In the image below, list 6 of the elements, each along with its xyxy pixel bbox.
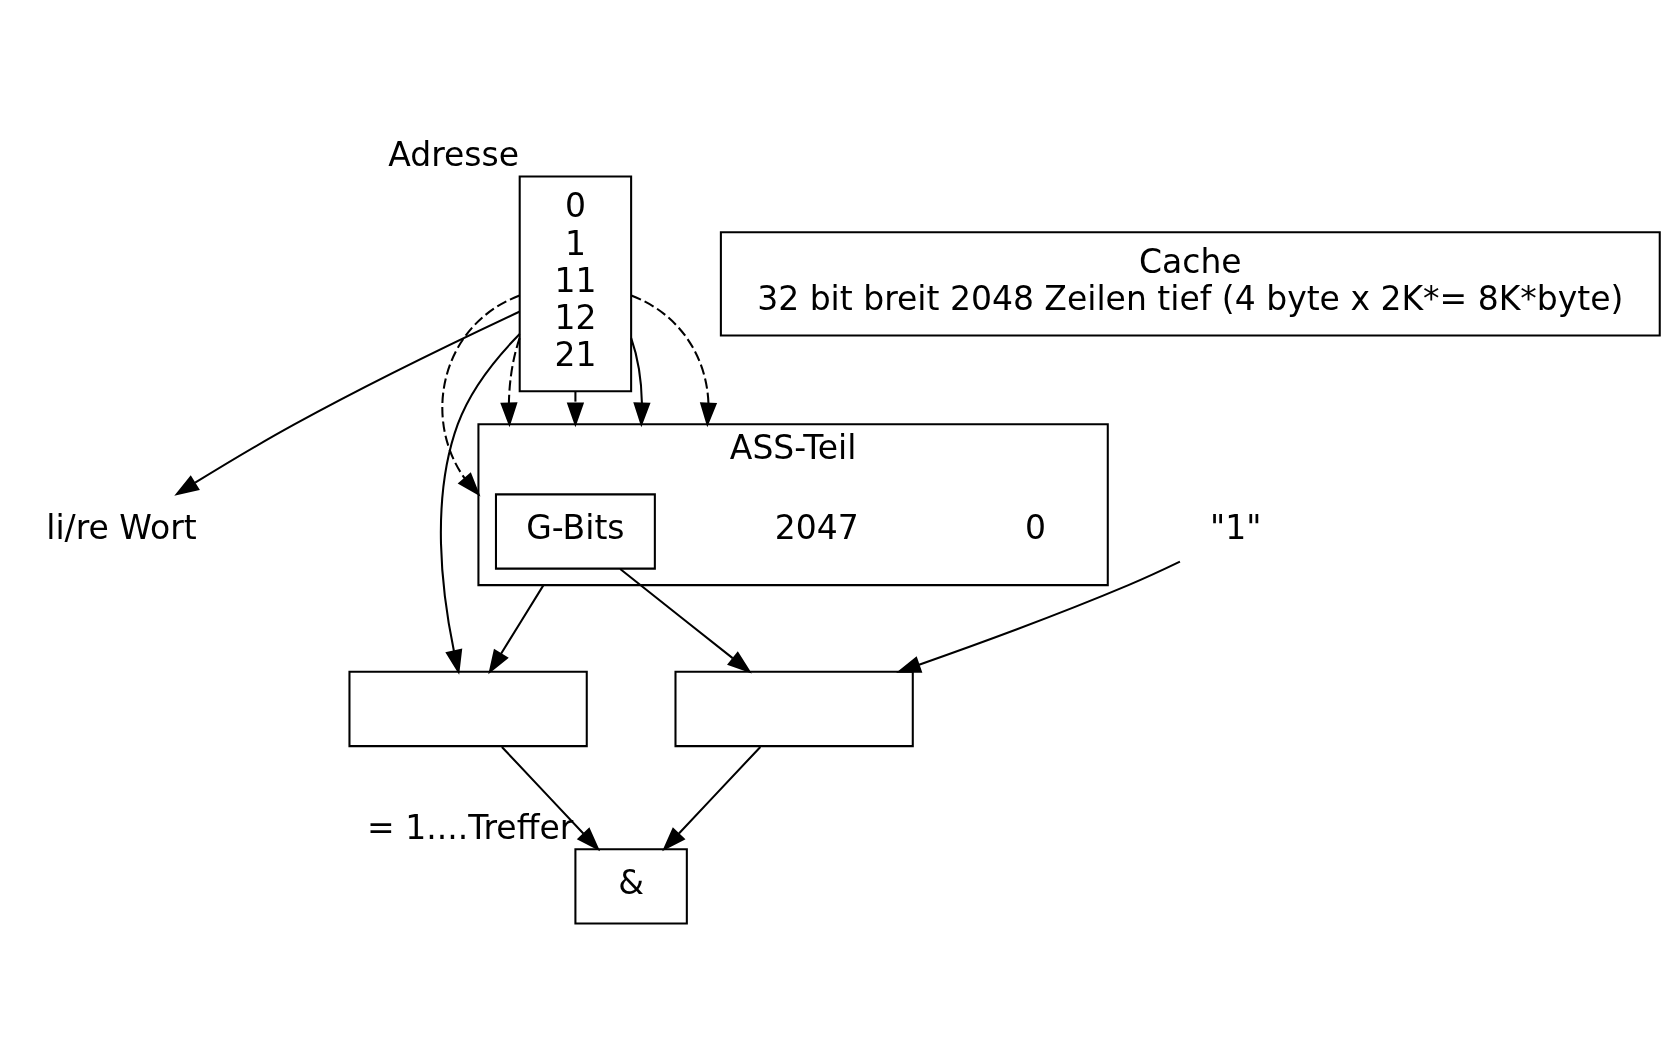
node-label: = 1....Treffer (366, 807, 573, 847)
node-label: 0 (1024, 508, 1046, 548)
node-text: "1" (1209, 508, 1261, 548)
node-text: li/re Wort (45, 508, 197, 548)
node-label: Adresse (387, 134, 519, 174)
node-label: 2047 (774, 508, 859, 548)
